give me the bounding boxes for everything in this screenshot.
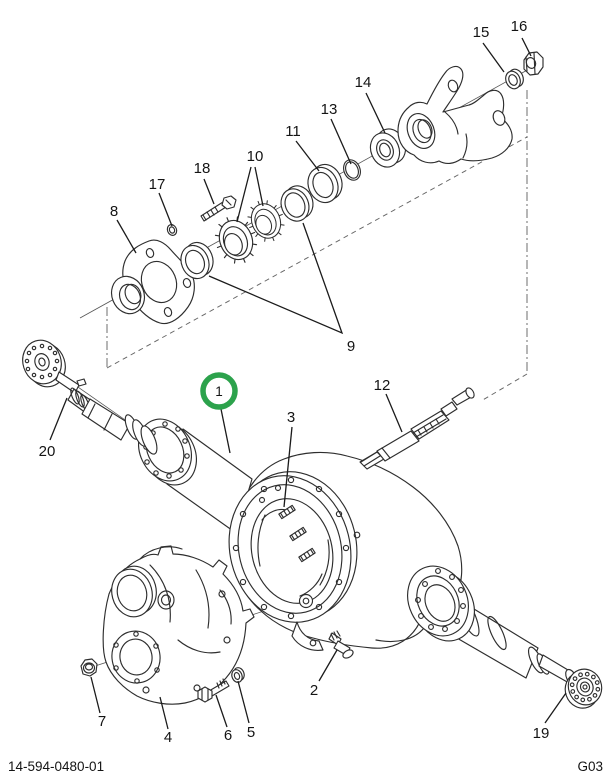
svg-text:11: 11 (285, 123, 301, 140)
callout-19[interactable]: 19 (533, 725, 550, 742)
callout-3[interactable]: 3 (287, 409, 295, 426)
callout-9[interactable]: 9 (347, 338, 355, 355)
leader-6 (215, 694, 228, 728)
leader-1 (220, 408, 231, 454)
callout-20[interactable]: 20 (39, 443, 56, 460)
callout-10[interactable]: 10 (247, 148, 264, 165)
part-axle-housing (138, 418, 582, 688)
part-hub (564, 668, 603, 709)
part-axle-shaft (22, 339, 158, 455)
callout-4[interactable]: 4 (164, 729, 172, 746)
hub-bolt-holes (569, 671, 601, 703)
highlight-circle (200, 372, 238, 410)
leader-4 (159, 696, 169, 730)
svg-text:13: 13 (321, 101, 338, 118)
callout-5[interactable]: 5 (247, 724, 255, 741)
svg-text:9: 9 (347, 338, 355, 355)
part-snap-ring (343, 159, 361, 181)
part-studs (278, 504, 316, 563)
leader-2 (318, 649, 338, 682)
callout-18[interactable]: 18 (194, 160, 211, 177)
svg-text:10: 10 (247, 148, 264, 165)
svg-text:14: 14 (355, 74, 372, 91)
page-code: G03 (577, 759, 603, 774)
part-pinion-nut (523, 51, 544, 76)
leader-9 (208, 222, 344, 335)
leader-lines (49, 37, 567, 730)
face-bolt-holes (232, 476, 350, 620)
part-diff-carrier (102, 545, 255, 705)
leader-11 (295, 140, 320, 172)
part-spacer-ring (307, 163, 343, 204)
part-washer-15 (505, 68, 524, 90)
svg-text:3: 3 (287, 409, 295, 426)
leader-10 (236, 166, 264, 223)
svg-text:16: 16 (511, 18, 528, 35)
svg-text:5: 5 (247, 724, 255, 741)
part-nut-7 (80, 658, 98, 677)
svg-text:19: 19 (533, 725, 550, 742)
callout-2[interactable]: 2 (310, 682, 318, 699)
callout-1[interactable]: 1 (200, 372, 238, 410)
leader-20 (49, 397, 68, 441)
svg-text:17: 17 (149, 176, 166, 193)
leader-8 (116, 219, 137, 254)
callout-11[interactable]: 11 (285, 123, 301, 140)
leader-19 (544, 692, 567, 724)
part-plug-bolt-2 (328, 630, 354, 659)
part-washer-5 (231, 667, 245, 683)
leader-15 (482, 42, 505, 73)
leader-16 (521, 37, 532, 57)
svg-text:4: 4 (164, 729, 172, 746)
callout-7[interactable]: 7 (98, 713, 106, 730)
shaft-flange-holes (24, 343, 60, 380)
right-flange-bolt-holes (415, 568, 466, 632)
leader-12 (385, 393, 403, 433)
svg-text:15: 15 (473, 24, 490, 41)
callout-1-label: 1 (215, 384, 223, 399)
callout-6[interactable]: 6 (224, 727, 232, 744)
part-nut-17 (166, 224, 178, 236)
leader-17 (158, 192, 173, 227)
svg-text:20: 20 (39, 443, 56, 460)
svg-text:6: 6 (224, 727, 232, 744)
leader-7 (90, 676, 101, 714)
part-bolt-18 (200, 195, 237, 222)
svg-text:18: 18 (194, 160, 211, 177)
carrier-flange-holes (113, 631, 160, 684)
callout-8[interactable]: 8 (110, 203, 118, 220)
document-number: 14-594-0480-01 (8, 759, 104, 774)
leader-3 (283, 426, 293, 508)
leader-14 (365, 92, 386, 134)
svg-text:7: 7 (98, 713, 106, 730)
part-yoke (397, 65, 513, 165)
svg-text:2: 2 (310, 682, 318, 699)
part-bearing-cage (110, 239, 195, 325)
part-bolt-6 (197, 678, 230, 703)
leader-13 (330, 118, 352, 165)
leader-5 (237, 680, 250, 724)
svg-text:12: 12 (374, 377, 391, 394)
part-spacer-washers (180, 185, 314, 280)
callout-15[interactable]: 15 (473, 24, 490, 41)
callout-14[interactable]: 14 (355, 74, 372, 91)
part-drive-shaft (359, 387, 475, 470)
callout-17[interactable]: 17 (149, 176, 166, 193)
leader-18 (203, 178, 215, 205)
callout-16[interactable]: 16 (511, 18, 528, 35)
callout-13[interactable]: 13 (321, 101, 338, 118)
svg-text:8: 8 (110, 203, 118, 220)
callout-12[interactable]: 12 (374, 377, 391, 394)
